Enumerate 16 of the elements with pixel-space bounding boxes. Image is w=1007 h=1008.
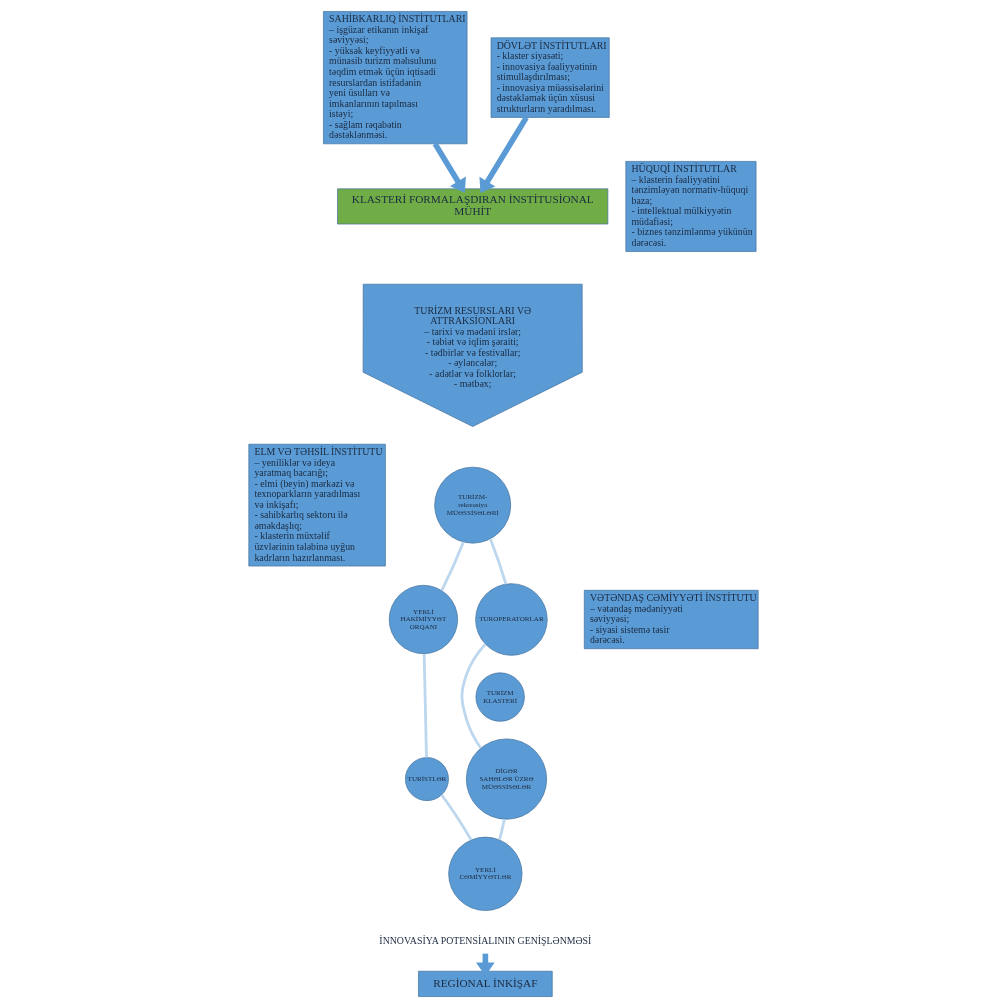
connector: [460, 643, 487, 749]
node-box: HÜQUQİ İNSTİTUTLAR – klasterin fəaliyyətini tənzimləyən normativ-hüquqi baza; - intellektual mülkiyyətin müdafiəsi; - biznes tənzimlənmə yükünün dərəcəsi.: [625, 161, 757, 252]
node-text: İNNOVASİYA POTENSİALININ GENİŞLƏNMƏSİ: [379, 934, 592, 946]
connector: [489, 538, 508, 585]
node-box: KLASTERİ FORMALAŞDIRAN İNSTİTUSİONAL MÜHİT: [337, 188, 609, 225]
connector: [498, 819, 506, 840]
arrow: [479, 116, 529, 193]
arrow: [432, 142, 466, 193]
node-box: SAHİBKARLIQ İNSTİTUTLARI – işgüzar etikanın inkişaf səviyyəsi; - yüksək keyfiyyətli və münasib turizm məhsulunu təqdim etmək üçün iqtisadi resurslardan istifadənin yeni üsulları və imkanlarının tapılması istəyi; - sağlam rəqabətin dəstəklənməsi.: [323, 11, 468, 145]
node-box: VƏTƏNDAŞ CƏMİYYƏTİ İNSTİTUTU – vətəndaş mədəniyyəti səviyyəsi; - siyasi sistemə təsir dərəcəsi.: [583, 589, 759, 650]
node-box: ELM VƏ TƏHSİL İNSTİTUTU – yeniliklər və ideya yaratmaq bacarığı; - elmi (beyin) mərkəzi və texnoparkların yaradılması və inkişafı; - sahibkarlıq sektoru ilə əməkdaşlıq; - klasterin müxtəlif üzvlərinin tələbinə uyğun kadrların hazırlanması.: [248, 443, 386, 567]
connector: [440, 541, 465, 592]
connector: [422, 653, 428, 758]
node-box: DÖVLƏT İNSTİTUTLARI - klaster siyasəti; - innovasiya fəaliyyətinin stimullaşdırılması; - innovasiya müəssisələrini dəstəkləmək üçün xüsusi strukturların yaradılması.: [490, 37, 610, 118]
node-box: REGİONAL İNKİŞAF: [418, 970, 553, 997]
connector: [440, 794, 473, 841]
